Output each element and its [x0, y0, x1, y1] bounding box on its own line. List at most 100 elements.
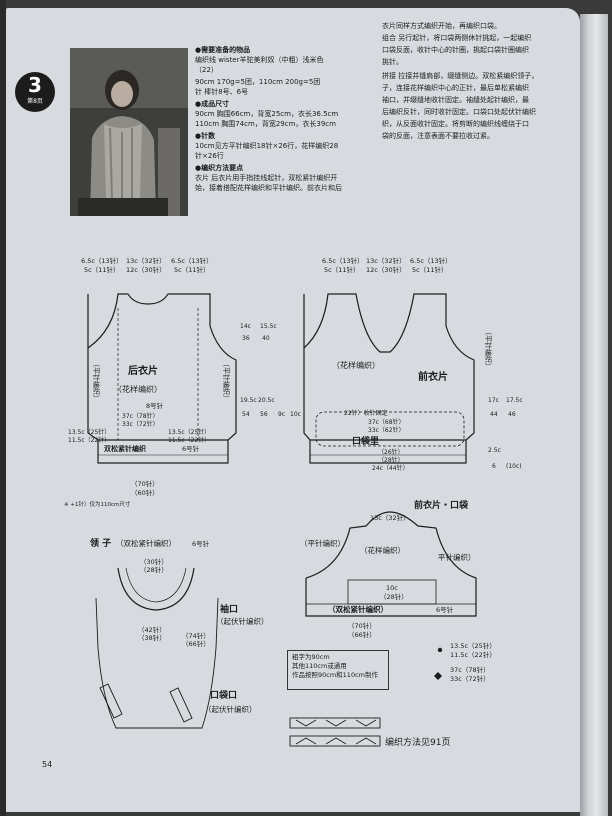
- back-bottom-left: 13.5c（25针）: [68, 428, 110, 436]
- front-plain-right: （平针编织）: [484, 328, 493, 370]
- back-top-dim: 5c（11针）: [84, 265, 119, 274]
- instructions-line: 组合 另行起针，将口袋两侧休针挑起，一起编织: [382, 34, 532, 42]
- cuff-title: 袖口: [219, 603, 238, 615]
- front-bottom: （26针）: [378, 448, 404, 456]
- back-plain-left: （平针编织）: [92, 360, 101, 402]
- back-side: 9c: [278, 411, 285, 418]
- size-legend: 粗字为90cm 其他110cm或通用 作品按照90cm和110cm制作: [287, 650, 389, 690]
- legend-line: 作品按照90cm和110cm制作: [292, 671, 378, 679]
- legend-line: 粗字为90cm: [292, 653, 330, 661]
- see-page-note: 编织方法见91页: [385, 738, 451, 748]
- legend-line: 其他110cm或通用: [292, 662, 347, 670]
- back-side: 20.5c: [258, 397, 275, 404]
- pocket-count: （70针）: [348, 621, 376, 630]
- front-center: 22针）收针固定: [344, 409, 388, 417]
- back-side: 40: [262, 335, 270, 342]
- front-side: 2.5c: [488, 447, 501, 454]
- front-side: 6: [492, 463, 496, 470]
- cuff-count: （74针）: [182, 631, 210, 640]
- front-pocket-lining: 口袋里: [352, 435, 379, 447]
- book-page: 3 第8页 ●需要准备的物品 编织线 wister羊驼美利奴（中粗）浅米色 （2…: [6, 8, 580, 812]
- back-title: 后衣片: [128, 364, 158, 377]
- gauge-heading: ●针数: [195, 132, 216, 140]
- back-bottom: （70针）: [131, 479, 159, 488]
- back-top-dim: 5c（11针）: [174, 265, 209, 274]
- instructions-line: 子，连接花样编织中心的正针，最后单松紧编织: [382, 84, 529, 92]
- pattern-number: 3: [28, 73, 42, 97]
- front-side: (10c): [506, 463, 522, 470]
- front-top-dim: 5c（11针）: [324, 265, 359, 274]
- back-bottom: （60针）: [131, 488, 159, 497]
- model-photo: [70, 48, 188, 216]
- pocket-plain-left: （平针编织）: [300, 538, 345, 548]
- legend-mark: 37c（78针）: [450, 665, 490, 674]
- pattern-number-badge: 3 第8页: [15, 72, 55, 112]
- back-side: 15.5c: [260, 323, 277, 330]
- back-center: 37c（78针）: [122, 412, 159, 420]
- book-spine: [0, 0, 6, 816]
- pocket-top: 13c（32针）: [370, 513, 410, 522]
- gauge-line1: 10cm见方平针编织18针×26行，花样编织28: [195, 142, 339, 150]
- pocket-rib: （双松紧针编织）: [328, 604, 388, 614]
- front-side: 44: [490, 411, 498, 418]
- legend-mark: 33c（72针）: [450, 674, 490, 683]
- materials-needles: 针 棒针8号、6号: [195, 88, 249, 96]
- back-bottom-right: 13.5c（25针）: [168, 428, 210, 436]
- front-center: 33c（62针）: [368, 426, 405, 434]
- gauge-line2: 针×26行: [195, 152, 224, 160]
- instructions-line: 衣片同样方式编织开始，再编织口袋。: [382, 22, 501, 30]
- collar-inner: （38针）: [138, 633, 166, 642]
- front-top-dim: 13c（32针）: [366, 256, 406, 265]
- legend-mark: 13.5c（25针）: [450, 641, 496, 650]
- instructions-line: 后编织反针，同时收针固定。口袋口处起伏针编织: [382, 108, 536, 116]
- child-vest-image: [70, 48, 188, 216]
- pocket-pattern: （花样编织）: [360, 545, 405, 555]
- back-side: 14c: [240, 323, 251, 330]
- front-bottom: （28针）: [378, 456, 404, 464]
- instructions-line: 织，从反面收针固定。将剪断的编织线缠绕于口: [382, 120, 529, 128]
- collar-count: （30针）: [140, 557, 168, 566]
- pattern-page-ref: 第8页: [27, 98, 43, 105]
- materials-weight: 90cm 170g=5团，110cm 200g=5团: [195, 78, 321, 86]
- materials-yarn: 编织线 wister羊驼美利奴（中粗）浅米色: [195, 56, 324, 64]
- pocket-mid: 10c: [386, 584, 398, 592]
- knitting-diagrams: 后衣片 （花样编织） 8号针 双松紧针编织 6号针 6.5c（13针） 5c（1…: [64, 256, 523, 747]
- method-line2: 始，接着搭配花样编织和平针编织。前衣片和后: [195, 184, 342, 192]
- back-top-dim: 13c（32针）: [126, 256, 166, 265]
- method-heading: ●编织方法要点: [195, 164, 244, 172]
- page-number: 54: [42, 760, 53, 769]
- front-top-dim: 12c（30针）: [366, 265, 406, 274]
- size-110: 110cm 胸围74cm，背宽29cm，衣长39cm: [195, 120, 336, 128]
- front-bottom: 24c（44针）: [372, 464, 409, 472]
- back-pattern: （花样编织）: [114, 384, 162, 394]
- instructions-line: 袖口，并缀缝地收针固定。袖缝处起针编织，最: [382, 96, 529, 104]
- collar-needle: 6号针: [192, 539, 210, 548]
- back-side: 10c: [290, 411, 301, 418]
- front-pattern: （花样编织）: [332, 360, 380, 370]
- back-side: 19.5c: [240, 397, 257, 404]
- front-title: 前衣片: [418, 370, 448, 383]
- dot-marker-icon: [437, 647, 443, 653]
- back-needle8: 8号针: [146, 401, 164, 410]
- instructions-line: 挑针。: [382, 58, 403, 66]
- back-center: 33c（72针）: [122, 420, 159, 428]
- front-top-dim: 6.5c（13针）: [410, 256, 452, 265]
- back-side: 36: [242, 335, 250, 342]
- pocket-front-title: 前衣片・口袋: [414, 499, 469, 511]
- instructions-line: 袋的反面，注意表面不要拉收过紧。: [382, 132, 494, 140]
- back-side: 54: [242, 411, 250, 418]
- materials-heading: ●需要准备的物品: [195, 46, 251, 54]
- collar-inner: （42针）: [138, 625, 166, 634]
- legend-mark: 11.5c（22针）: [450, 650, 496, 659]
- next-page-edge: [580, 14, 608, 816]
- front-top-dim: 5c（11针）: [412, 265, 447, 274]
- size-90: 90cm 胸围66cm，背宽25cm，衣长36.5cm: [195, 110, 339, 118]
- back-side: 56: [260, 411, 268, 418]
- instructions-line: 拼接 拉接并缝肩部，缀缝侧边。双松紧编织领子，: [382, 72, 539, 80]
- diamond-marker-icon: [434, 672, 442, 680]
- materials-color: （22）: [195, 66, 218, 74]
- size-heading: ●成品尺寸: [195, 100, 230, 108]
- pocket-mouth-title: 口袋口: [210, 689, 237, 701]
- back-rib: 双松紧针编织: [104, 444, 146, 453]
- back-note: ※ +1针）仅为110cm尺寸: [64, 500, 131, 508]
